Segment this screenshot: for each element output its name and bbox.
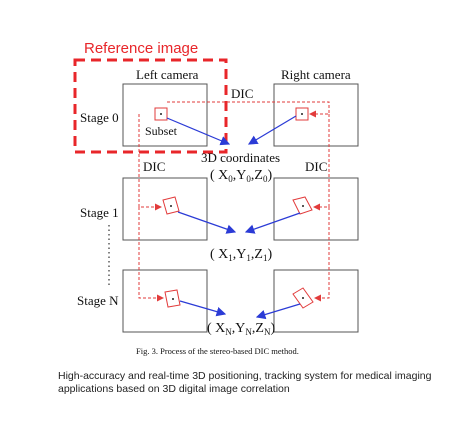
reference-image-label: Reference image bbox=[84, 40, 198, 57]
coords-stage-0: ( X0,Y0,Z0) bbox=[210, 168, 272, 184]
triangulation-arrows bbox=[166, 115, 301, 320]
stage-0-label: Stage 0 bbox=[80, 110, 119, 125]
dic-right-label: DIC bbox=[305, 159, 327, 174]
subset-label: Subset bbox=[145, 124, 178, 138]
coords-stage-1: ( X1,Y1,Z1) bbox=[210, 247, 272, 263]
subset-marker-right-n bbox=[292, 287, 314, 309]
right-image-stage-n bbox=[273, 269, 359, 333]
subset-marker-right-0 bbox=[295, 107, 309, 121]
description-text: High-accuracy and real-time 3D positioni… bbox=[58, 370, 432, 395]
stage-1-label: Stage 1 bbox=[80, 205, 119, 220]
right-image-stage-0 bbox=[273, 83, 359, 147]
left-image-stage-n bbox=[122, 269, 208, 333]
coords-stage-n: ( XN,YN,ZN) bbox=[207, 321, 275, 337]
left-image-stage-0 bbox=[122, 83, 208, 147]
left-image-stage-1 bbox=[122, 177, 208, 241]
subset-marker-right-1 bbox=[292, 196, 313, 215]
right-image-stage-1 bbox=[273, 177, 359, 241]
figure-caption: Fig. 3. Process of the stereo-based DIC … bbox=[136, 346, 299, 356]
left-camera-label: Left camera bbox=[136, 67, 199, 82]
subset-marker-left-0 bbox=[154, 107, 168, 121]
subset-marker-left-1 bbox=[162, 196, 180, 215]
right-camera-label: Right camera bbox=[281, 67, 351, 82]
reference-box bbox=[73, 58, 228, 154]
dic-left-label: DIC bbox=[143, 159, 165, 174]
subset-marker-left-n bbox=[164, 289, 181, 308]
tracking-lines bbox=[138, 101, 330, 302]
stage-n-label: Stage N bbox=[77, 293, 119, 308]
coords-title: 3D coordinates bbox=[201, 150, 280, 165]
dic-top-label: DIC bbox=[231, 86, 253, 101]
